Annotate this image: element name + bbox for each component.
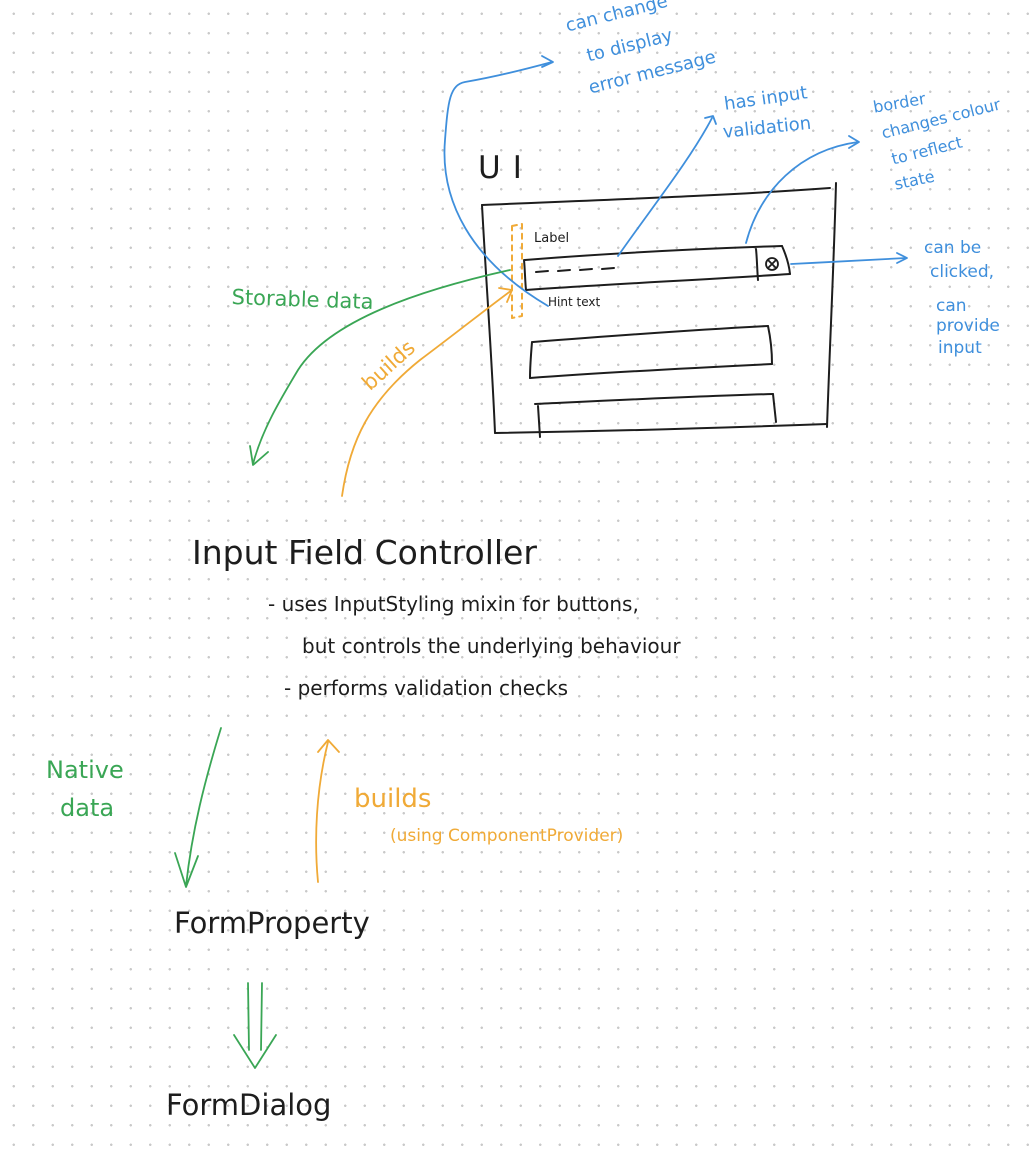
form-dialog-label: FormDialog <box>166 1088 332 1122</box>
annotation-clickable-line-5: input <box>938 338 982 358</box>
annotation-clickable-line-2: clicked, <box>930 262 995 282</box>
controller-bullet-1-line-1: - uses InputStyling mixin for buttons, <box>268 592 639 616</box>
field-label: Label <box>534 231 570 246</box>
native-data-line-1: Native <box>46 756 124 784</box>
builds-lower-note: (using ComponentProvider) <box>390 826 624 846</box>
green-flow-arrows <box>174 269 511 888</box>
native-data-line-2: data <box>60 794 115 822</box>
annotation-clickable-line-4: provide <box>936 316 1000 336</box>
builds-lower-label: builds <box>354 784 432 814</box>
orange-build-arrows <box>315 287 513 883</box>
third-field-sketch <box>534 393 777 438</box>
controller-bullet-1-line-2: but controls the underlying behaviour <box>302 634 681 658</box>
blue-annotation-arrows <box>443 55 908 307</box>
form-property-label: FormProperty <box>174 906 370 940</box>
hint-highlight-dashed-box <box>511 223 523 319</box>
circle-x-icon <box>765 257 779 271</box>
hint-text: Hint text <box>548 295 601 309</box>
double-arrow-form-dialog <box>233 982 277 1069</box>
annotation-clickable-line-1: can be <box>924 238 982 258</box>
annotation-clickable-line-3: can <box>936 296 967 316</box>
storable-data-label: Storable data <box>231 285 374 314</box>
ui-title: UI <box>478 150 534 186</box>
second-field-sketch <box>529 325 773 379</box>
controller-bullet-2: - performs validation checks <box>284 676 569 700</box>
controller-title: Input Field Controller <box>192 533 537 572</box>
input-field-sketch <box>523 245 791 291</box>
ui-window-sketch <box>481 182 837 434</box>
